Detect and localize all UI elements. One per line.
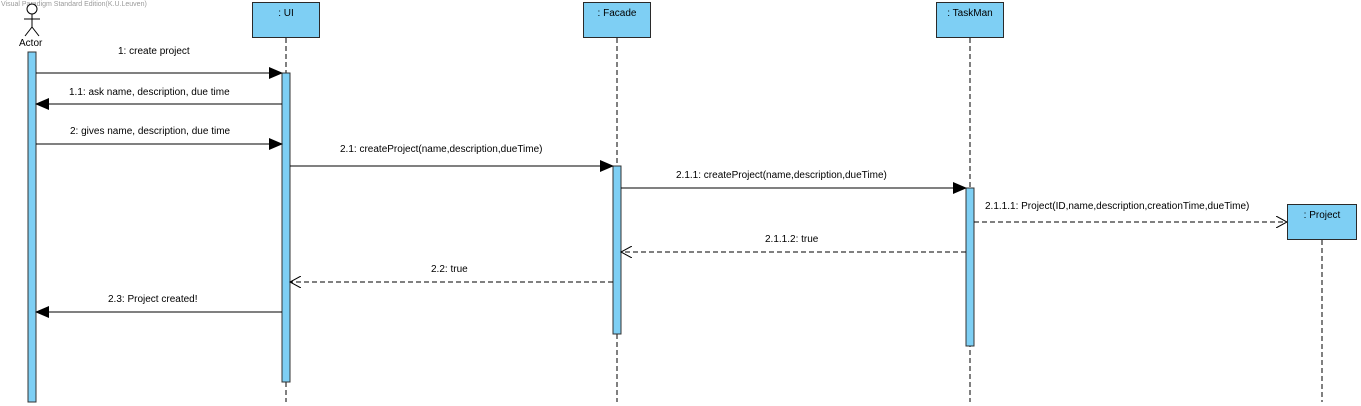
message-2-1-label: 2.1: createProject(name,description,dueT…: [340, 144, 543, 155]
taskman-activation-bar: [965, 187, 975, 347]
actor-label: Actor: [19, 38, 43, 49]
message-1-1-label: 1.1: ask name, description, due time: [69, 87, 230, 98]
message-2-1-1-label: 2.1.1: createProject(name,description,du…: [676, 170, 887, 181]
stick-figure-icon: [24, 3, 40, 37]
watermark: Visual Paradigm Standard Edition(K.U.Leu…: [1, 1, 147, 8]
message-2-3-label: 2.3: Project created!: [108, 294, 198, 305]
lifeline-project[interactable]: : Project: [1287, 204, 1357, 240]
message-2-1-1-1-label: 2.1.1.1: Project(ID,name,description,cre…: [985, 201, 1250, 212]
message-1-label: 1: create project: [118, 46, 190, 57]
message-2-2-label: 2.2: true: [431, 264, 468, 275]
ui-activation-bar: [281, 72, 291, 383]
message-2-1-1-2-label: 2.1.1.2: true: [765, 234, 819, 245]
message-2-label: 2: gives name, description, due time: [70, 126, 231, 137]
lifeline-facade[interactable]: : Facade: [583, 2, 651, 38]
facade-activation-bar: [612, 165, 622, 335]
lifeline-taskman[interactable]: : TaskMan: [936, 2, 1004, 38]
actor-activation-bar: [27, 51, 37, 403]
lifeline-ui[interactable]: : UI: [252, 2, 320, 38]
